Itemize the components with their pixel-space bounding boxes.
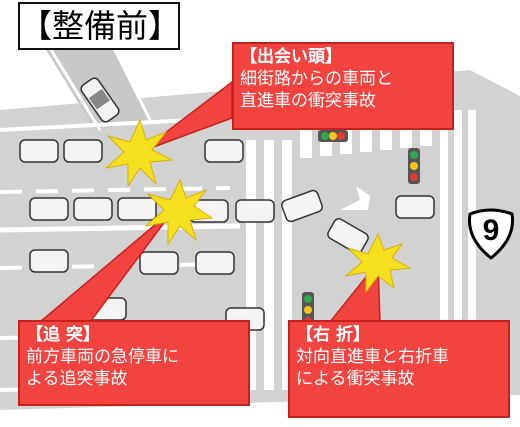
car [80,77,120,123]
car [327,218,369,254]
car [19,139,59,163]
callout-line: による衝突事故 [296,369,415,390]
callout-head-on: 【出会い頭】 細街路からの車両と 直進車の衝突事故 [232,42,454,130]
car [204,139,244,163]
callout-heading: 【出会い頭】 [240,47,342,67]
route-sign: 9 [466,208,516,260]
car [235,199,275,223]
callout-rear-end: 【追 突】 前方車両の急停車に よる追突事故 [18,320,250,406]
car [73,197,113,221]
callout-heading: 【右 折】 [296,325,370,345]
car [195,251,235,275]
car [29,197,69,221]
car [29,249,69,273]
crash-burst-icon [144,178,214,246]
car [63,139,103,163]
page-title: 【整備前】 [18,2,180,50]
callout-line: 対向直進車と右折車 [296,347,449,368]
callout-line: 前方車両の急停車に [26,347,179,368]
callout-heading: 【追 突】 [26,325,100,345]
car [395,195,435,219]
crash-burst-icon [104,118,174,188]
route-number: 9 [482,214,500,247]
car [281,189,323,223]
callout-line: 細街路からの車両と [240,69,393,90]
traffic-light-icon [318,130,348,142]
traffic-light-icon [408,148,420,184]
car [117,197,157,221]
route-shield-icon [467,208,515,260]
callout-line: よる追突事故 [26,369,128,390]
crash-burst-icon [344,232,412,294]
car [139,251,179,275]
callout-right-turn: 【右 折】 対向直進車と右折車 による衝突事故 [288,320,510,418]
callout-line: 直進車の衝突事故 [240,91,376,112]
